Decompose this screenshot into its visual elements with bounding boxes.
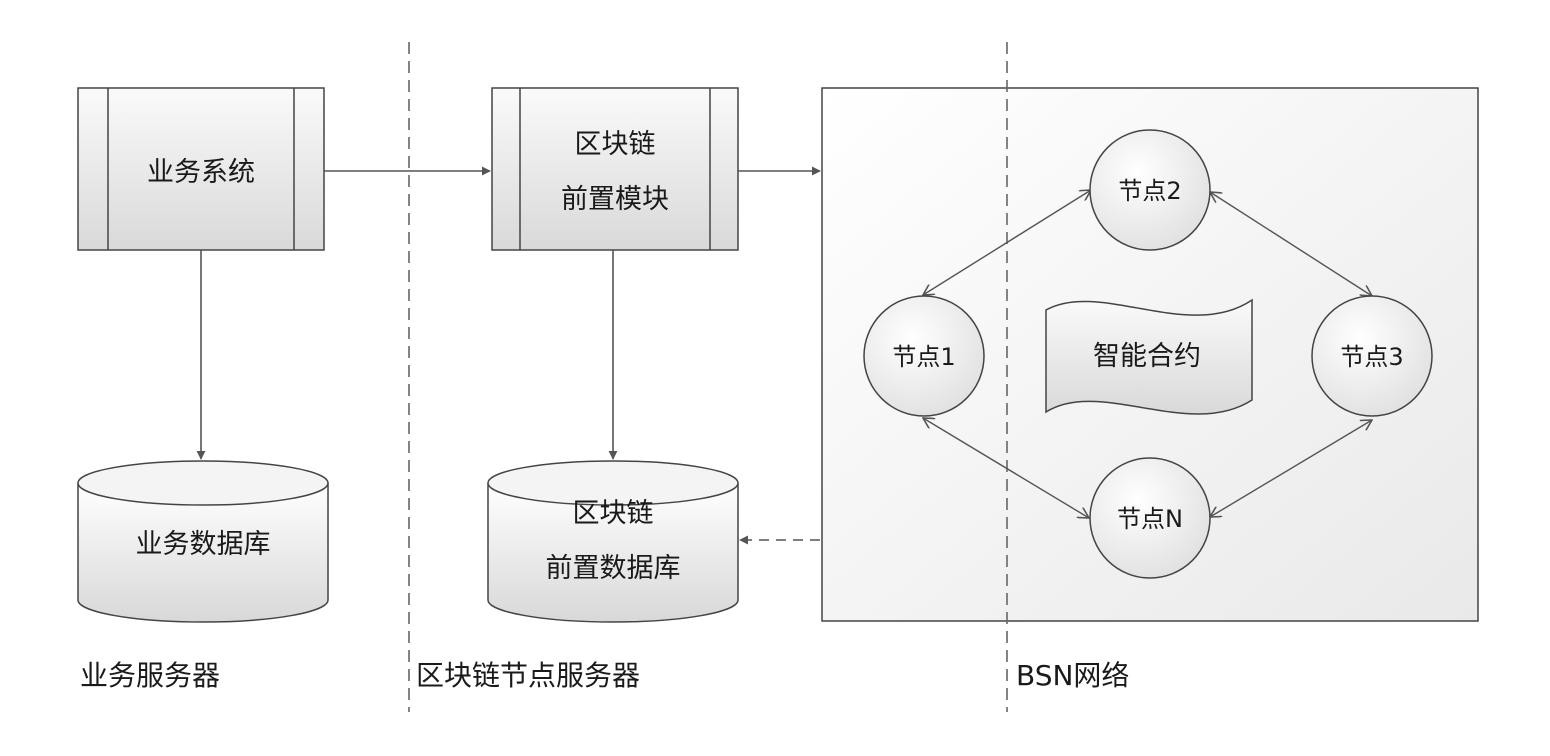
frontend-database-label-line1: 区块链 bbox=[573, 498, 654, 529]
frontend-database-label-line2: 前置数据库 bbox=[546, 553, 681, 584]
frontend-module-label-line2: 前置模块 bbox=[561, 184, 669, 215]
zone-label-bsn-network: BSN网络 bbox=[1016, 659, 1129, 692]
frontend-module-label-line1: 区块链 bbox=[575, 129, 656, 160]
smart-contract-label: 智能合约 bbox=[1093, 341, 1201, 372]
zone-label-business-server: 业务服务器 bbox=[80, 659, 220, 692]
node-n: 节点N bbox=[1089, 457, 1211, 579]
business-database-label: 业务数据库 bbox=[136, 529, 271, 560]
node-3: 节点3 bbox=[1311, 295, 1433, 417]
node-2-label: 节点2 bbox=[1118, 177, 1181, 205]
frontend-database-cylinder: 区块链 前置数据库 bbox=[487, 460, 739, 623]
business-system-box: 业务系统 bbox=[77, 87, 325, 251]
link-node1-nodeN bbox=[923, 418, 1089, 518]
link-node2-node3 bbox=[1210, 192, 1372, 296]
business-database-cylinder: 业务数据库 bbox=[77, 460, 329, 623]
node-n-label: 节点N bbox=[1117, 505, 1183, 533]
frontend-module-box: 区块链 前置模块 bbox=[491, 87, 739, 251]
node-1-label: 节点1 bbox=[892, 343, 955, 371]
node-2: 节点2 bbox=[1089, 129, 1211, 251]
zone-label-blockchain-node-server: 区块链节点服务器 bbox=[416, 659, 640, 692]
node-3-label: 节点3 bbox=[1340, 343, 1403, 371]
link-node1-node2 bbox=[923, 190, 1091, 295]
business-system-label: 业务系统 bbox=[147, 157, 255, 188]
smart-contract-document: 智能合约 bbox=[1045, 298, 1253, 415]
node-1: 节点1 bbox=[863, 295, 985, 417]
link-node3-nodeN bbox=[1210, 420, 1372, 517]
